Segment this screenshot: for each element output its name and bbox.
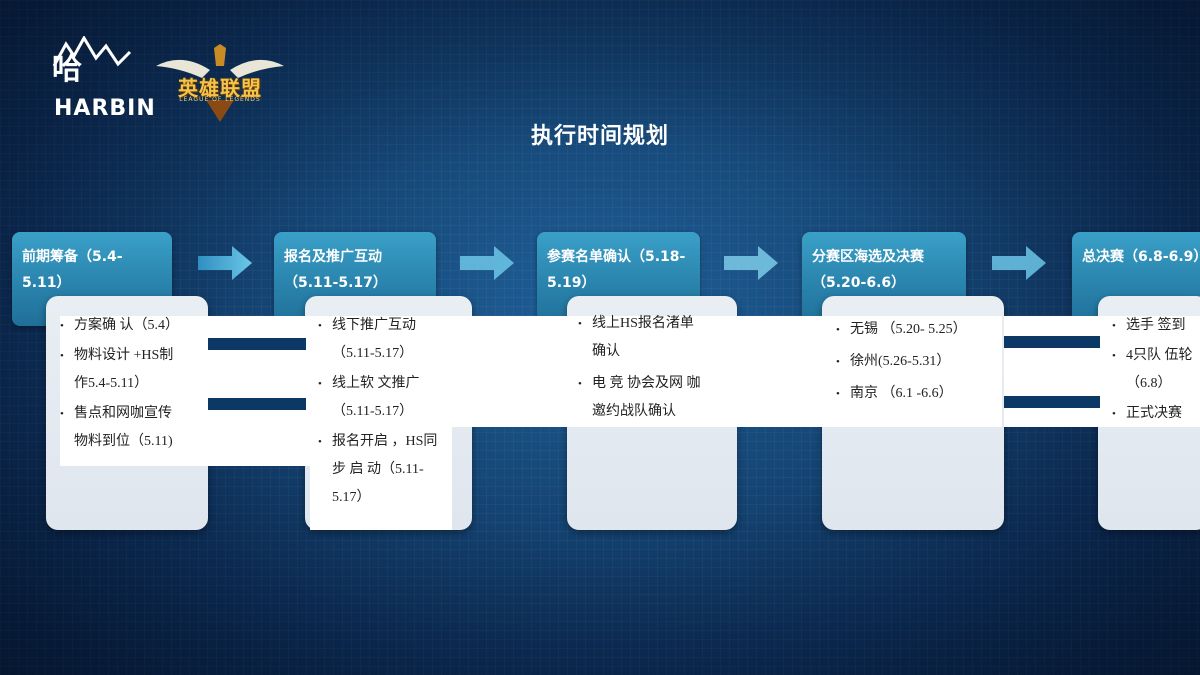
- list-item: 线下推广互动: [318, 312, 437, 340]
- harbin-logo-word: HARBIN: [54, 96, 156, 121]
- arrow-right-icon: [992, 246, 1046, 280]
- list-item: 4只队 伍轮: [1112, 342, 1193, 370]
- list-item-continuation: 邀约战队确认: [592, 404, 676, 419]
- list-item: 徐州(5.26-5.31）: [836, 346, 967, 378]
- content-band: [310, 316, 452, 530]
- wings-icon: [156, 44, 284, 122]
- phase-title-line: 总决赛（6.8-6.9）: [1082, 249, 1200, 265]
- card-items-1: 方案确 认（5.4） 物料设计 +HS制 作5.4-5.11） 售点和网咖宣传 …: [60, 312, 179, 456]
- lol-logo-subtitle: LEAGUE OF LEGENDS: [179, 96, 261, 103]
- divider-strip: [1004, 396, 1100, 408]
- arrow-right-icon: [460, 246, 514, 280]
- list-item-continuation: （5.11-5.17）: [332, 346, 414, 361]
- list-item: 正式决赛: [1112, 400, 1193, 428]
- phase-title-line: 参赛名单确认（5.18-: [547, 249, 686, 265]
- phase-title-line: （5.20-6.6）: [812, 275, 906, 291]
- phase-title: 参赛名单确认（5.18- 5.19）: [547, 244, 692, 296]
- list-item: 方案确 认（5.4）: [60, 312, 179, 340]
- list-item-continuation: （6.8）: [1126, 376, 1172, 391]
- arrow-right-icon: [198, 246, 252, 280]
- card-items-4: 无锡 （5.20- 5.25） 徐州(5.26-5.31） 南京 （6.1 -6…: [836, 314, 967, 410]
- page-title: 执行时间规划: [530, 124, 669, 149]
- list-item: 选手 签到: [1112, 312, 1193, 340]
- list-item: 线上软 文推广: [318, 370, 437, 398]
- phase-title-line: 分赛区海选及决赛: [812, 249, 924, 265]
- list-item: 报名开启 ，HS同: [318, 428, 437, 456]
- card-items-2: 线下推广互动 （5.11-5.17） 线上软 文推广 （5.11-5.17） 报…: [318, 312, 437, 512]
- phase-title: 分赛区海选及决赛 （5.20-6.6）: [812, 244, 958, 296]
- phase-title: 报名及推广互动 （5.11-5.17）: [284, 244, 428, 296]
- divider-strip: [1004, 336, 1100, 348]
- lol-logo-title: 英雄联盟: [178, 76, 262, 100]
- list-item: 售点和网咖宣传: [60, 400, 179, 428]
- harbin-logo-mark: 哈: [52, 52, 82, 87]
- card-items-5: 选手 签到 4只队 伍轮 （6.8） 正式决赛: [1112, 312, 1193, 428]
- list-item: 物料设计 +HS制: [60, 342, 179, 370]
- arrow-right-icon: [724, 246, 778, 280]
- league-of-legends-logo: 英雄联盟 LEAGUE OF LEGENDS: [152, 44, 288, 122]
- list-item: 无锡 （5.20- 5.25）: [836, 314, 967, 346]
- list-item: 线上HS报名渚单: [578, 310, 701, 338]
- list-item-continuation: 物料到位（5.11): [74, 434, 173, 449]
- list-item-continuation: 步 启 动（5.11-: [332, 462, 424, 477]
- card-items-3: 线上HS报名渚单 确认 电 竞 协会及网 咖 邀约战队确认: [578, 310, 701, 426]
- mountain-icon: [52, 36, 132, 67]
- list-item-continuation: 作5.4-5.11）: [74, 376, 149, 391]
- phase-title-line: （5.11-5.17）: [284, 275, 387, 291]
- list-item-continuation: 确认: [592, 344, 620, 359]
- phase-title-line: 前期筹备（5.4-5.11）: [22, 249, 123, 291]
- list-item: 南京 （6.1 -6.6）: [836, 378, 967, 410]
- list-item: 电 竞 协会及网 咖: [578, 370, 701, 398]
- phase-title: 总决赛（6.8-6.9）: [1082, 244, 1200, 270]
- harbin-logo: 哈 HARBIN: [52, 36, 155, 126]
- divider-strip: [208, 398, 306, 410]
- list-item-continuation: （5.11-5.17）: [332, 404, 414, 419]
- phase-title: 前期筹备（5.4-5.11）: [22, 244, 164, 296]
- phase-title-line: 5.19）: [547, 275, 596, 291]
- list-item-continuation: 5.17）: [332, 490, 371, 505]
- divider-strip: [208, 338, 306, 350]
- phase-title-line: 报名及推广互动: [284, 249, 382, 265]
